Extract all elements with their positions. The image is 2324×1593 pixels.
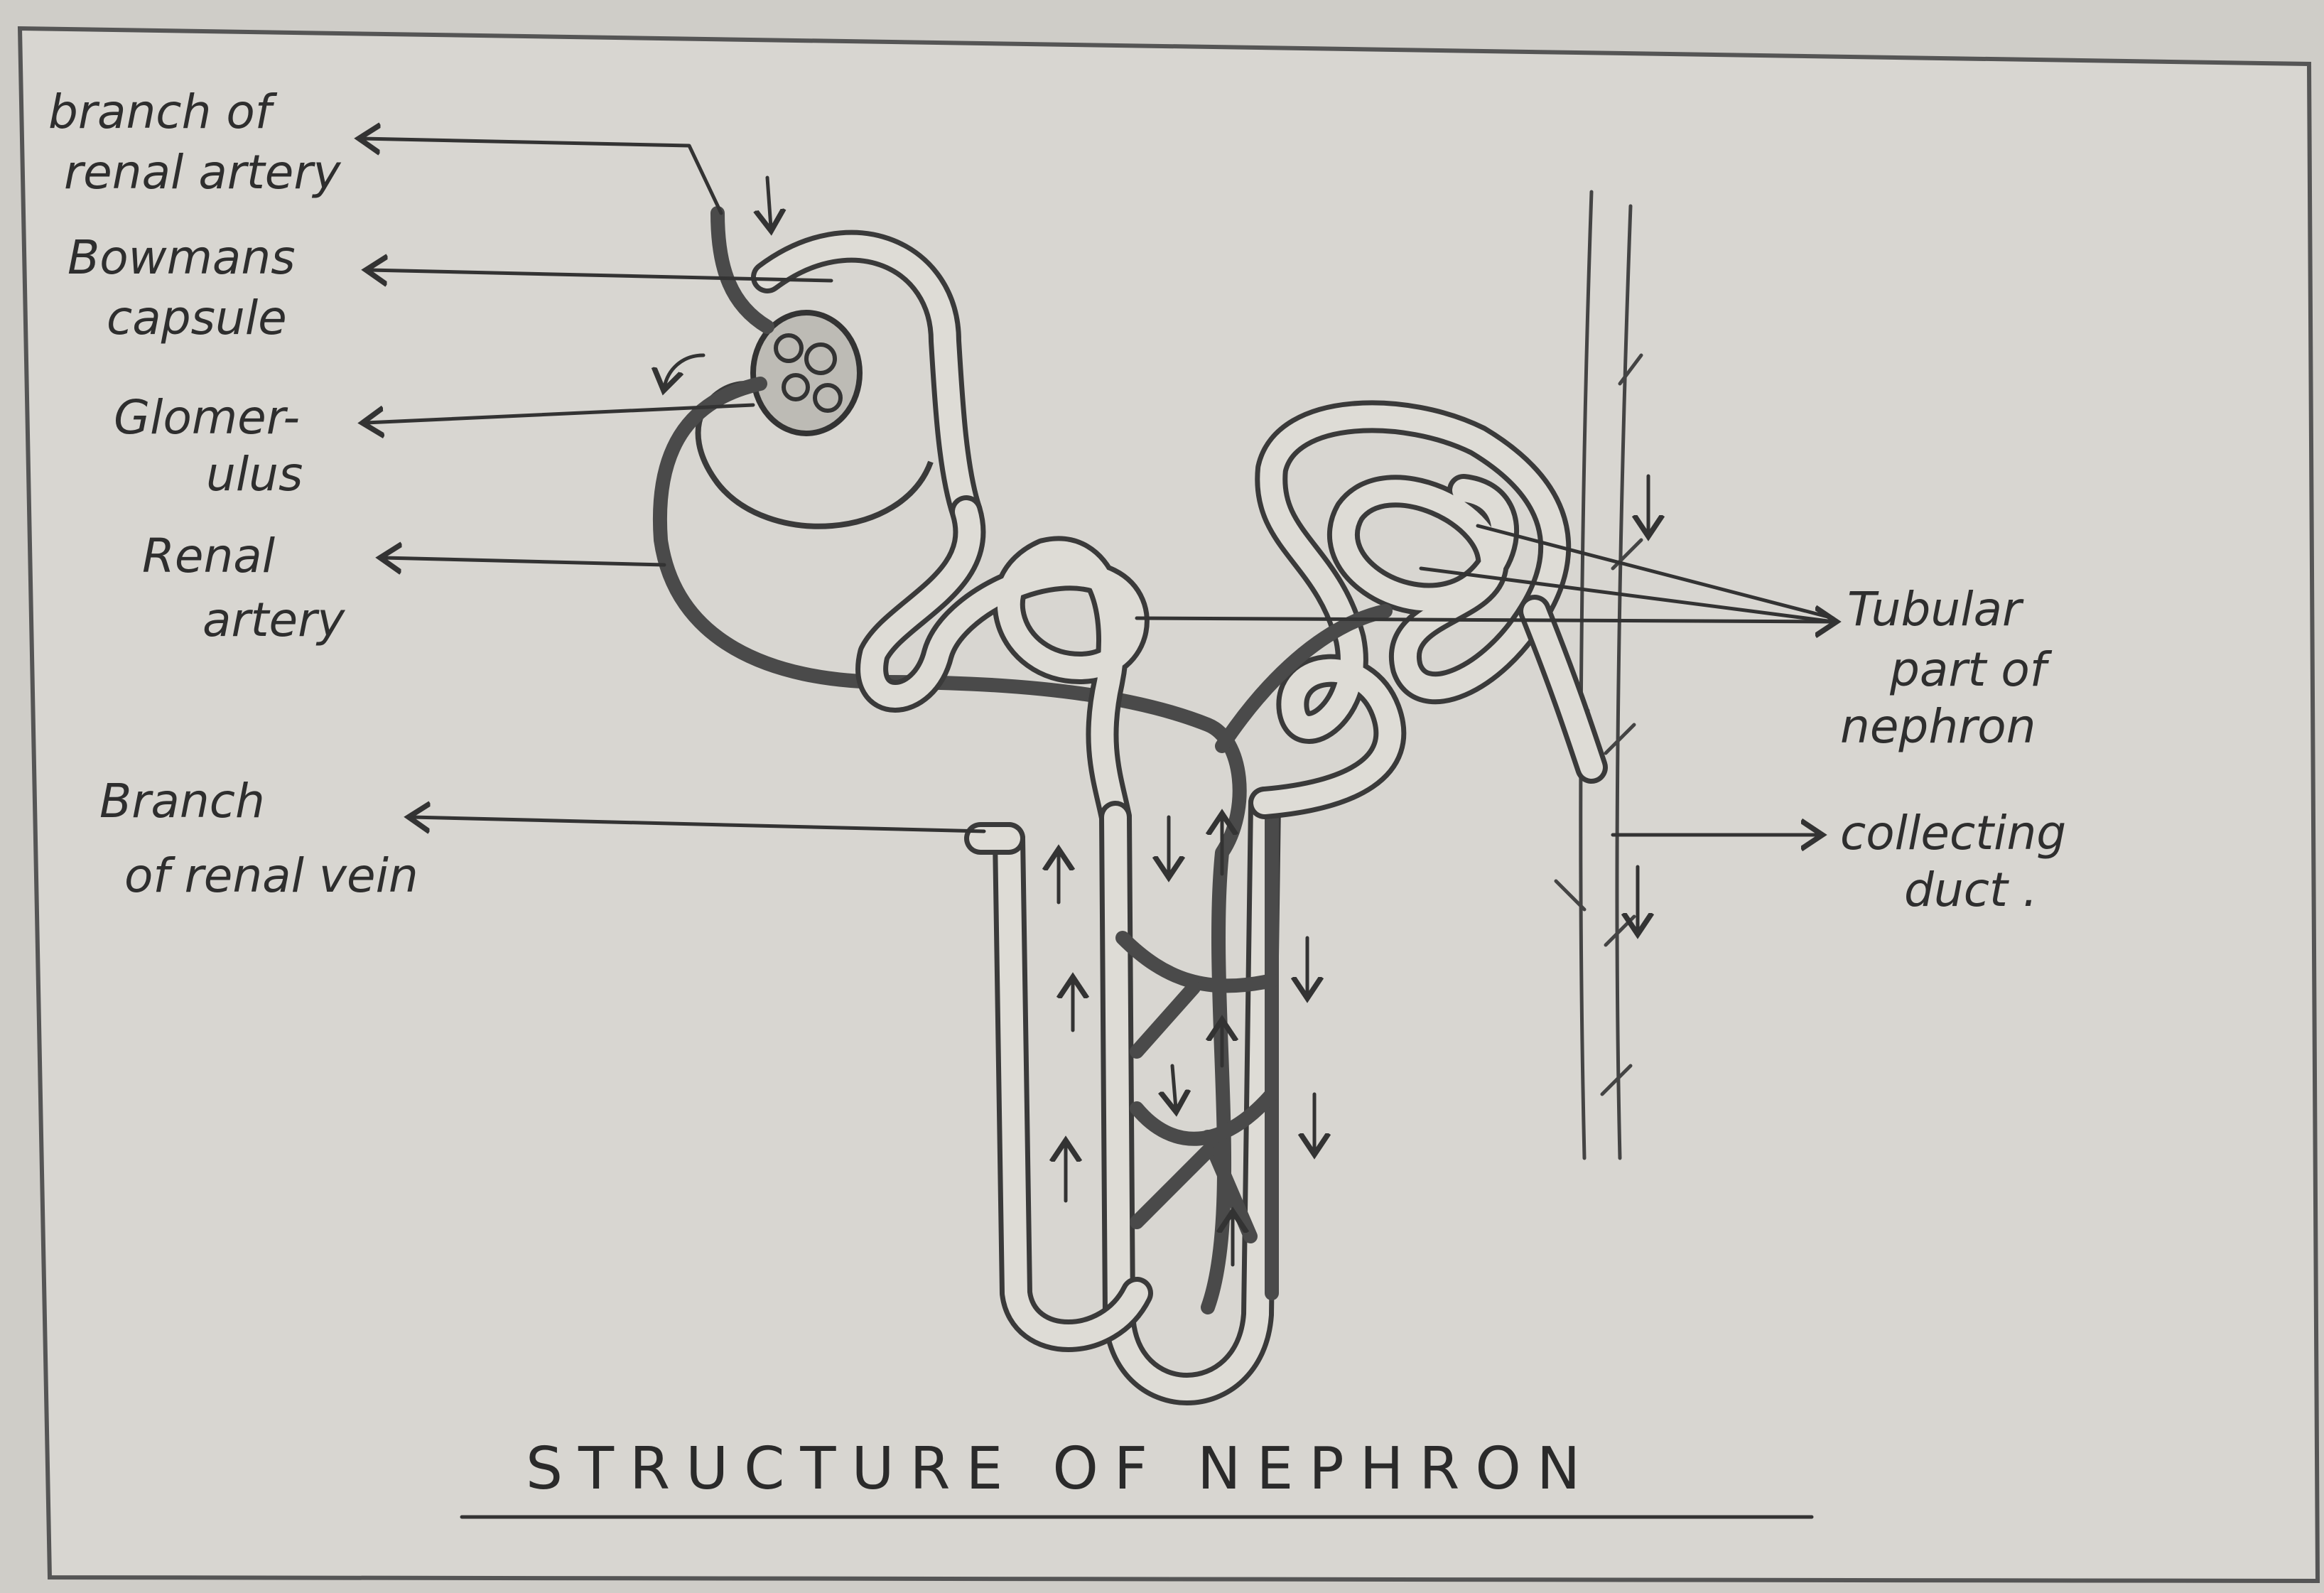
label-text: Branch [99,774,265,828]
label-text: Tubular [1847,582,2024,637]
label-text: part of [1889,642,2053,697]
label-text: branch of [48,85,278,139]
label-text: artery [202,593,345,647]
label-text: Bowmans [67,230,296,285]
label-text: collecting [1840,806,2066,860]
label-text: renal artery [64,145,342,200]
label-text: of renal vein [124,848,418,903]
diagram-title: STRUCTURE OF NEPHRON [526,1435,1596,1503]
label-text: ulus [206,447,303,502]
label-text: Renal [142,529,276,583]
label-text: duct . [1904,863,2038,917]
label-text: nephron [1840,699,2036,754]
label-text: Glomer- [114,390,300,445]
diagram-frame [20,28,2318,1581]
label-text: capsule [107,291,287,345]
